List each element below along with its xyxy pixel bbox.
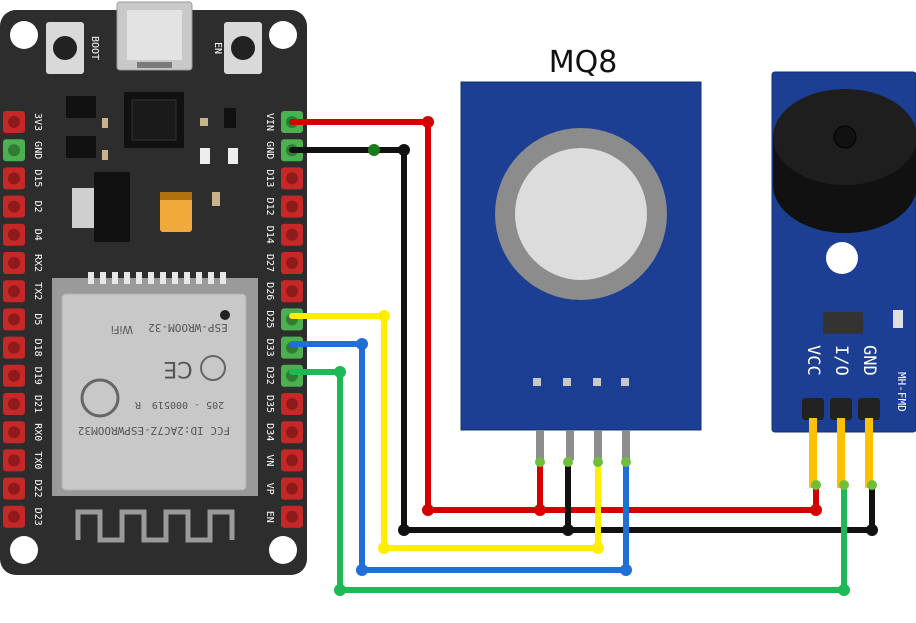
right-pin-label: D27	[264, 254, 275, 272]
right-pin-hole	[286, 510, 298, 523]
left-pin-label: D2	[32, 201, 43, 213]
left-pin-hole	[8, 228, 20, 241]
mounting-hole	[269, 536, 297, 564]
left-pin-hole	[8, 426, 20, 439]
buzzer-pin-label-io: I/O	[831, 345, 851, 376]
left-pin-label: D19	[32, 367, 43, 385]
left-pin-label: TX0	[32, 451, 43, 469]
right-pin-label: D14	[264, 226, 275, 244]
left-pin-hole	[8, 144, 20, 157]
right-pin-hole	[286, 426, 298, 439]
left-pin-label: D21	[32, 395, 43, 413]
mq8-header-pins	[536, 430, 630, 460]
right-pin-label: GND	[264, 141, 275, 159]
rf-shield	[61, 293, 247, 491]
esp32-board: BOOT EN	[0, 1, 307, 575]
left-pin-hole	[8, 398, 20, 410]
gas-sensor-mesh	[515, 148, 647, 280]
mounting-hole	[10, 536, 38, 564]
buzzer-pin-label-vcc: VCC	[803, 345, 823, 376]
right-pin-label: D33	[264, 339, 275, 357]
left-pin-hole	[8, 454, 20, 467]
left-pin-label: TX2	[32, 282, 43, 300]
en-label: EN	[212, 42, 223, 54]
right-pin-label: D12	[264, 198, 275, 216]
sensor-title: MQ8	[549, 45, 618, 80]
left-pin-label: RX2	[32, 254, 43, 272]
mq8-sensor: MQ8	[460, 45, 702, 460]
tantalum-capacitor	[160, 192, 192, 232]
right-pin-label: VN	[264, 454, 275, 466]
module-wifi-mark: WiFi	[111, 323, 133, 336]
buzzer-module: VCC I/O GND MH-FMD	[771, 71, 916, 488]
left-pin-label: RX0	[32, 423, 43, 441]
buzzer-header	[802, 398, 880, 488]
left-pin-label: D15	[32, 169, 43, 187]
regulator	[66, 96, 96, 118]
left-pin-hole	[8, 369, 20, 382]
right-pin-label: D35	[264, 395, 275, 413]
right-pin-label: VP	[264, 483, 275, 495]
right-pin-label: D34	[264, 423, 275, 441]
en-button[interactable]	[224, 22, 262, 74]
module-pads	[88, 272, 226, 284]
ldo-regulator	[94, 172, 130, 242]
pcb-antenna	[52, 496, 258, 568]
buzzer-hole	[833, 125, 857, 149]
left-pin-hole	[8, 285, 20, 298]
certification-mark	[200, 355, 226, 381]
boot-button[interactable]	[46, 22, 84, 74]
wire-red-buzzer	[537, 482, 819, 513]
right-pin-label: EN	[264, 511, 275, 523]
module-model: ESP-WROOM-32	[148, 321, 227, 334]
mq8-pin-holes	[533, 378, 629, 386]
buzzer-transistor	[823, 312, 863, 334]
module-fcc-id: FCC ID:2AC7Z-ESPWROOM32	[78, 424, 230, 437]
left-pin-label: D23	[32, 508, 43, 526]
right-pin-label: D25	[264, 310, 275, 328]
espressif-logo	[80, 378, 120, 418]
left-pin-hole	[8, 257, 20, 269]
mounting-hole	[10, 21, 38, 49]
buzzer-mounting-hole	[826, 242, 858, 274]
right-pin-hole	[286, 257, 298, 269]
right-pin-hole	[286, 172, 298, 185]
module-ce-mark: CE	[163, 356, 192, 381]
left-pin-hole	[8, 510, 20, 523]
right-pin-hole	[286, 482, 298, 495]
right-pin-hole	[286, 454, 298, 467]
left-pin-label: GND	[32, 141, 43, 159]
mounting-hole	[269, 21, 297, 49]
right-pin-label: VIN	[264, 113, 275, 131]
right-pin-label: D26	[264, 282, 275, 300]
left-pin-hole	[8, 313, 20, 326]
left-pin-label: 3V3	[32, 113, 43, 131]
buzzer-pin-label-gnd: GND	[859, 345, 879, 376]
right-pin-hole	[286, 285, 298, 298]
right-pin-hole	[286, 200, 298, 213]
buzzer-model: MH-FMD	[895, 372, 908, 412]
left-pin-hole	[8, 116, 20, 128]
left-pin-label: D22	[32, 480, 43, 498]
boot-label: BOOT	[89, 36, 100, 60]
right-pin-hole	[286, 228, 298, 241]
left-pin-hole	[8, 172, 20, 185]
left-pin-hole	[8, 200, 20, 213]
right-pin-hole	[286, 398, 298, 410]
left-pin-label: D18	[32, 339, 43, 357]
module-serial: 205 - 000519	[152, 399, 224, 410]
right-pin-label: D32	[264, 367, 275, 385]
left-pin-label: D5	[32, 313, 43, 325]
wire-joints	[334, 116, 878, 596]
esp-wroom-module	[52, 278, 258, 568]
right-pin-label: D13	[264, 169, 275, 187]
left-pin-hole	[8, 482, 20, 495]
left-pin-label: D4	[32, 229, 43, 241]
left-pin-hole	[8, 341, 20, 354]
module-r-mark: R	[134, 399, 141, 410]
